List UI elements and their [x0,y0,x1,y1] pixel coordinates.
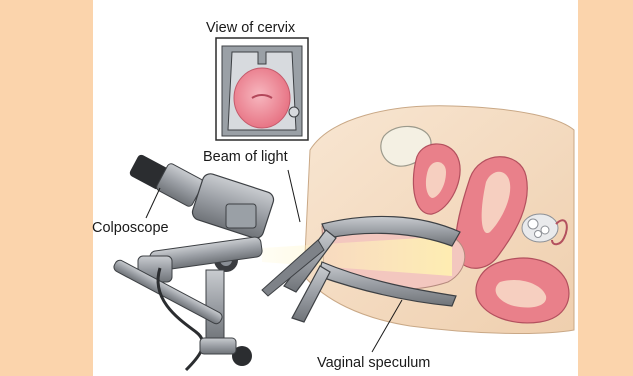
leader-colposcope [146,188,160,218]
label-colposcope: Colposcope [92,221,169,236]
colposcope-stand-pole [206,270,224,342]
cervix-view-inset [216,38,308,140]
label-view-of-cervix: View of cervix [206,21,295,36]
inset-screw [289,107,299,117]
label-vaginal-speculum: Vaginal speculum [317,356,430,371]
leader-beam-of-light [288,170,300,222]
label-beam-of-light: Beam of light [203,150,288,165]
cervix-illustration [234,68,290,128]
colposcope-illustration [112,153,275,370]
